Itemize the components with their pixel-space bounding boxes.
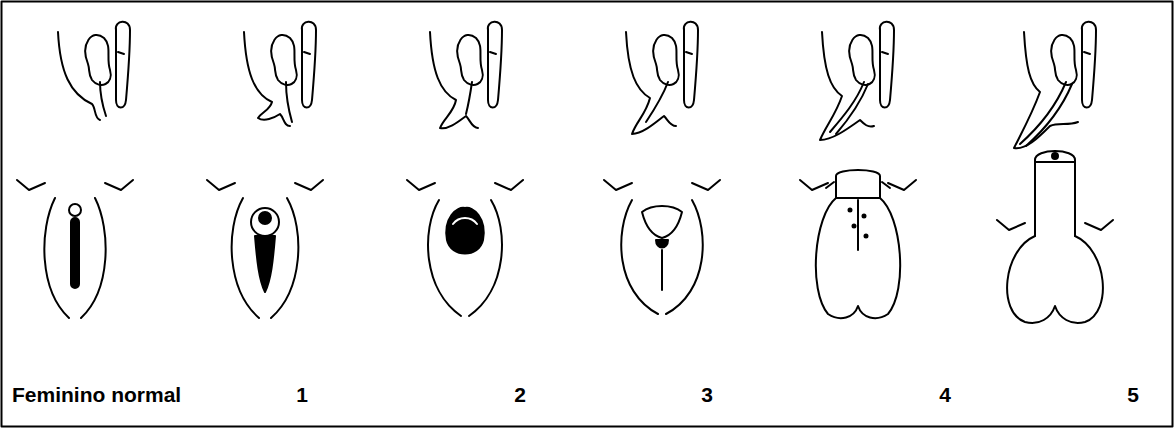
perineum-normal (17, 180, 133, 318)
perineum-2 (407, 180, 523, 316)
stage-number: 5 (1127, 384, 1139, 405)
stage-number: 2 (514, 384, 526, 405)
sagittal-3 (626, 22, 698, 134)
sagittal-normal (58, 22, 130, 120)
stage-number: 4 (939, 384, 951, 405)
sagittal-1 (244, 22, 316, 126)
perineum-3 (604, 180, 720, 314)
perineum-4 (800, 170, 916, 318)
sagittal-5 (1014, 22, 1096, 148)
caption-label: Feminino normal (12, 384, 181, 405)
stage-number: 3 (701, 384, 713, 405)
sagittal-2 (430, 22, 502, 129)
perineum-1 (207, 180, 323, 318)
perineum-5 (997, 151, 1113, 323)
sagittal-4 (820, 22, 894, 140)
stage-number: 1 (296, 384, 308, 405)
